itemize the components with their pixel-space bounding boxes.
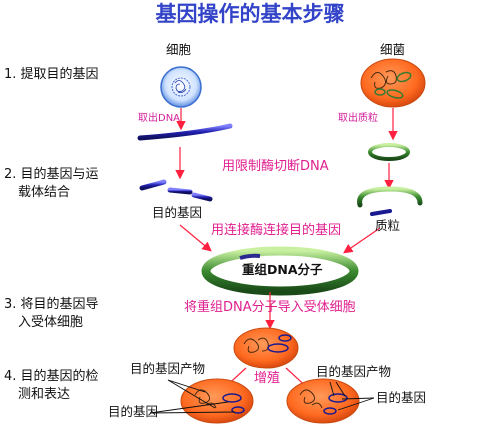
step-2-line1: 2. 目的基因与运 [4,167,99,182]
plasmid-ring [368,143,410,161]
arrow-ligate-right [343,227,381,254]
pointer-lines [149,379,375,414]
label-extract-plasmid: 取出质粒 [338,113,378,124]
animal-cell [160,66,202,108]
arrow-ligate-left [179,224,212,252]
step-2-line2: 载体结合 [18,185,71,200]
step-4-line1: 4. 目的基因的检 [4,369,99,384]
label-restriction-enzyme: 用限制酶切断DNA [222,159,329,174]
step-3-line1: 3. 将目的基因导 [4,297,99,312]
step-4-line2: 测和表达 [18,387,71,402]
daughter-cell-left [180,378,254,424]
step-1: 1. 提取目的基因 [4,67,99,82]
label-plasmid: 质粒 [375,218,401,233]
label-gene-product-left: 目的基因产物 [130,361,206,376]
recombinant-ring [201,246,359,296]
label-target-gene-left: 目的基因 [108,404,159,419]
step-3-line2: 入受体细胞 [18,315,84,330]
label-bacterium: 细菌 [380,42,406,57]
label-ligase: 用连接酶连接目的基因 [211,223,342,238]
label-target-gene: 目的基因 [152,205,203,220]
label-cell: 细胞 [166,42,192,57]
daughter-cell-right [286,378,360,424]
host-cell [233,327,299,369]
label-recombinant-dna: 重组DNA分子 [242,262,323,277]
label-introduce: 将重组DNA分子导入受体细胞 [184,300,356,315]
label-proliferate: 增殖 [254,371,281,386]
dna-fragments [139,179,213,202]
page-title: 基因操作的基本步骤 [155,2,345,26]
label-gene-product-right: 目的基因产物 [316,364,392,379]
label-extract-dna: 取出DNA [138,113,181,124]
dna-strand [137,123,233,141]
cut-plasmid [357,186,423,208]
bacterium [360,58,426,108]
gene-insert [370,209,392,216]
label-target-gene-right: 目的基因 [376,390,427,405]
